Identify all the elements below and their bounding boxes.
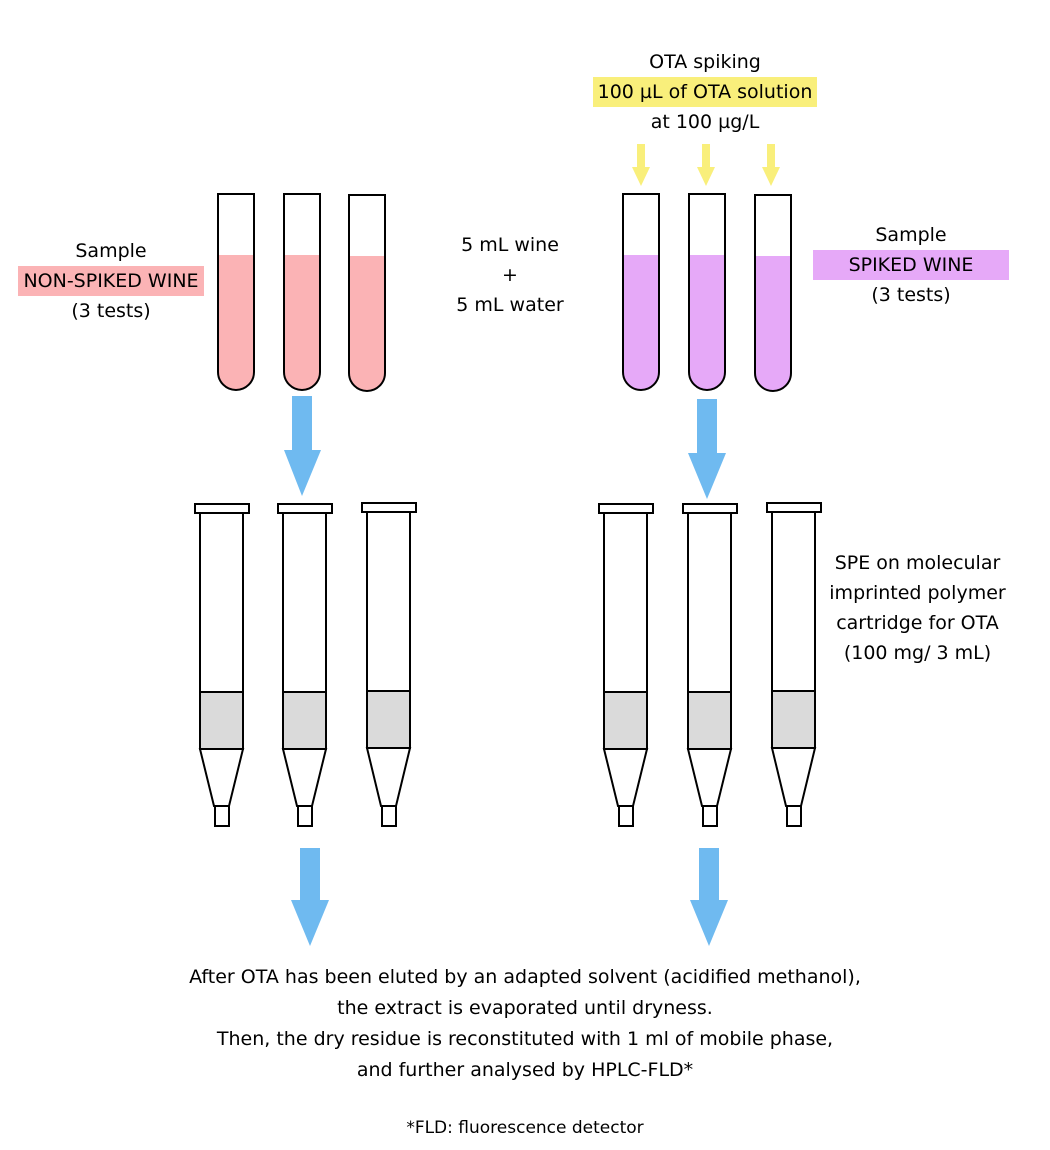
mixture-plus: + [502, 264, 518, 286]
elution-line: After OTA has been eluted by an adapted … [189, 966, 861, 988]
spiking-volume: 100 µL of OTA solution [592, 77, 818, 107]
mixture-label: 5 mL wine + 5 mL water [420, 230, 600, 320]
spe-cartridge-icon [766, 502, 822, 827]
mixture-water: 5 mL water [456, 294, 564, 316]
spiked-sample-label: Sample SPIKED WINE (3 tests) [805, 220, 1017, 310]
non-spiked-wine-badge: NON-SPIKED WINE [18, 266, 204, 296]
non-spiked-sample-label: Sample NON-SPIKED WINE (3 tests) [0, 236, 222, 326]
down-arrow-icon [632, 144, 650, 186]
mixture-wine: 5 mL wine [461, 234, 559, 256]
spe-cartridge-icon [682, 503, 738, 827]
spe-cartridge-icon [598, 503, 654, 827]
test-tube-icon [688, 193, 726, 391]
spe-cartridge-icon [361, 502, 417, 827]
sample-heading: Sample [875, 224, 947, 246]
tests-count: (3 tests) [871, 284, 951, 306]
elution-line: Then, the dry residue is reconstituted w… [216, 1028, 834, 1050]
test-tube-icon [348, 194, 386, 392]
down-arrow-icon [284, 396, 321, 496]
spe-label: SPE on molecular imprinted polymer cartr… [815, 548, 1020, 668]
non-spiked-tubes [217, 193, 386, 392]
spiking-arrows [632, 144, 780, 186]
elution-line: the extract is evaporated until dryness. [337, 997, 713, 1019]
elution-line: and further analysed by HPLC-FLD* [356, 1059, 694, 1081]
spiking-title: OTA spiking [649, 51, 761, 73]
spe-line: cartridge for OTA [836, 612, 999, 634]
spe-line: imprinted polymer [829, 582, 1006, 604]
spiked-tubes [622, 193, 792, 392]
footnote: *FLD: fluorescence detector [406, 1118, 644, 1138]
spiking-label: OTA spiking 100 µL of OTA solution at 10… [560, 47, 850, 137]
down-arrow-icon [762, 144, 780, 186]
test-tube-icon [754, 194, 792, 392]
spe-line: (100 mg/ 3 mL) [843, 642, 992, 664]
sample-heading: Sample [75, 240, 147, 262]
tests-count: (3 tests) [71, 300, 151, 322]
elution-description: After OTA has been eluted by an adapted … [75, 962, 975, 1086]
spiking-concentration: at 100 µg/L [650, 111, 760, 133]
spiked-wine-badge: SPIKED WINE [812, 250, 1010, 280]
spe-cartridge-icon [194, 503, 250, 827]
test-tube-icon [622, 193, 660, 391]
down-arrow-icon [697, 144, 715, 186]
test-tube-icon [283, 193, 321, 391]
down-arrow-icon [688, 399, 726, 499]
spe-line: SPE on molecular [834, 552, 1001, 574]
down-arrow-icon [291, 848, 329, 946]
spe-cartridge-icon [277, 503, 333, 827]
spiked-cartridges [598, 502, 822, 827]
test-tube-icon [217, 193, 255, 391]
non-spiked-cartridges [194, 502, 417, 827]
down-arrow-icon [690, 848, 728, 946]
